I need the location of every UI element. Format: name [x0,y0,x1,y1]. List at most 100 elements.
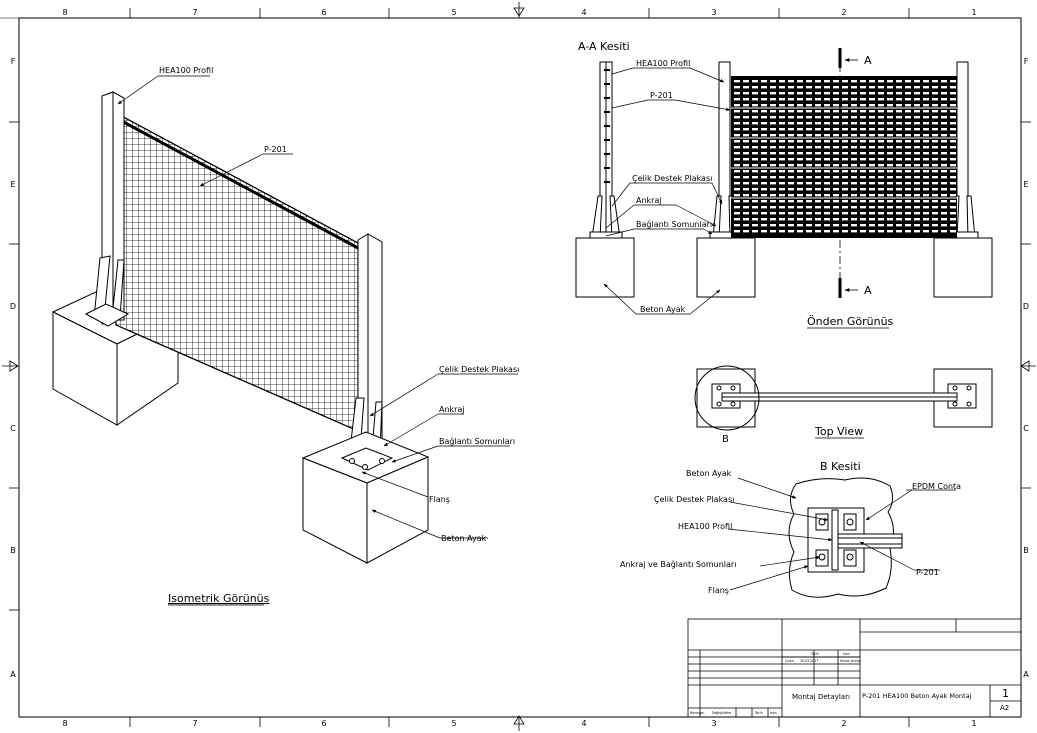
mesh-opening [941,134,947,137]
mesh-opening [788,206,794,209]
col-label: 4 [581,719,586,728]
mesh-opening [950,146,956,149]
mesh-opening [743,224,749,227]
mesh-opening [824,110,830,113]
col-label: 8 [62,8,67,17]
mesh-opening [770,140,776,143]
cut-marker-bottom: A [864,284,872,297]
mesh-opening [833,80,839,83]
mesh-opening [842,212,848,215]
mesh-opening [896,140,902,143]
mesh-opening [770,182,776,185]
isometric-view: HEA100 Profil P-201 Çelik Destek Plakası… [51,66,519,606]
mesh-opening [842,176,848,179]
mesh-opening [770,224,776,227]
mesh-opening [950,158,956,161]
mesh-opening [851,110,857,113]
row-label: C [10,424,16,433]
mesh-opening [788,86,794,89]
mesh-opening [851,158,857,161]
mesh-opening [824,80,830,83]
mesh-opening [815,98,821,101]
mesh-opening [815,164,821,167]
mesh-opening [743,164,749,167]
mesh-opening [851,86,857,89]
mesh-opening [788,182,794,185]
mesh-opening [752,152,758,155]
mesh-opening [824,224,830,227]
top-view: B Top View [694,365,993,445]
mesh-opening [752,170,758,173]
mesh-opening [806,116,812,119]
mesh-opening [806,170,812,173]
mesh-opening [788,218,794,221]
mesh-opening [905,122,911,125]
mesh-opening [734,218,740,221]
mesh-opening [734,182,740,185]
mesh-opening [869,80,875,83]
mesh-opening [914,98,920,101]
mesh-opening [770,158,776,161]
mesh-opening [833,188,839,191]
section-b-leaders [727,477,956,591]
mesh-opening [869,176,875,179]
mesh-opening [941,188,947,191]
mesh-opening [770,218,776,221]
mesh-opening [797,158,803,161]
mesh-opening [779,188,785,191]
mesh-opening [860,92,866,95]
mesh-opening [869,86,875,89]
mesh-opening [779,206,785,209]
mesh-opening [797,212,803,215]
mesh-opening [923,176,929,179]
mesh-opening [932,206,938,209]
mesh-opening [941,152,947,155]
section-b-title: B Kesiti [820,460,861,473]
mesh-opening [833,218,839,221]
mesh-opening [806,92,812,95]
mesh-opening [896,212,902,215]
mesh-opening [851,92,857,95]
mesh-opening [887,92,893,95]
mesh-opening [797,128,803,131]
mesh-opening [779,158,785,161]
mesh-opening [923,164,929,167]
mesh-opening [932,158,938,161]
mesh-opening [752,140,758,143]
mesh-opening [824,140,830,143]
mesh-opening [842,188,848,191]
mesh-opening [941,230,947,233]
mesh-opening [851,122,857,125]
mesh-opening [869,146,875,149]
mesh-opening [770,212,776,215]
mesh-opening [878,92,884,95]
mesh-opening [761,176,767,179]
mesh-opening [806,158,812,161]
mesh-opening [815,146,821,149]
mesh-opening [905,188,911,191]
mesh-opening [887,200,893,203]
label-iso-nuts: Bağlantı Somunları [439,437,515,446]
tb-drawn-by: Hasan Arslan [840,659,861,663]
mesh-opening [905,200,911,203]
mesh-opening [824,98,830,101]
mesh-opening [860,206,866,209]
mesh-opening [941,158,947,161]
mesh-opening [824,86,830,89]
mesh-opening [788,80,794,83]
mesh-opening [896,218,902,221]
mesh-opening [815,200,821,203]
mesh-opening [824,170,830,173]
mesh-opening [833,128,839,131]
mesh-opening [761,104,767,107]
mesh-opening [914,158,920,161]
mesh-opening [914,164,920,167]
mesh-opening [815,134,821,137]
section-b-parts [807,507,903,573]
mesh-opening [752,206,758,209]
mesh-opening [860,134,866,137]
mesh-opening [842,110,848,113]
mesh-opening [923,86,929,89]
mesh-opening [887,176,893,179]
mesh-opening [887,80,893,83]
